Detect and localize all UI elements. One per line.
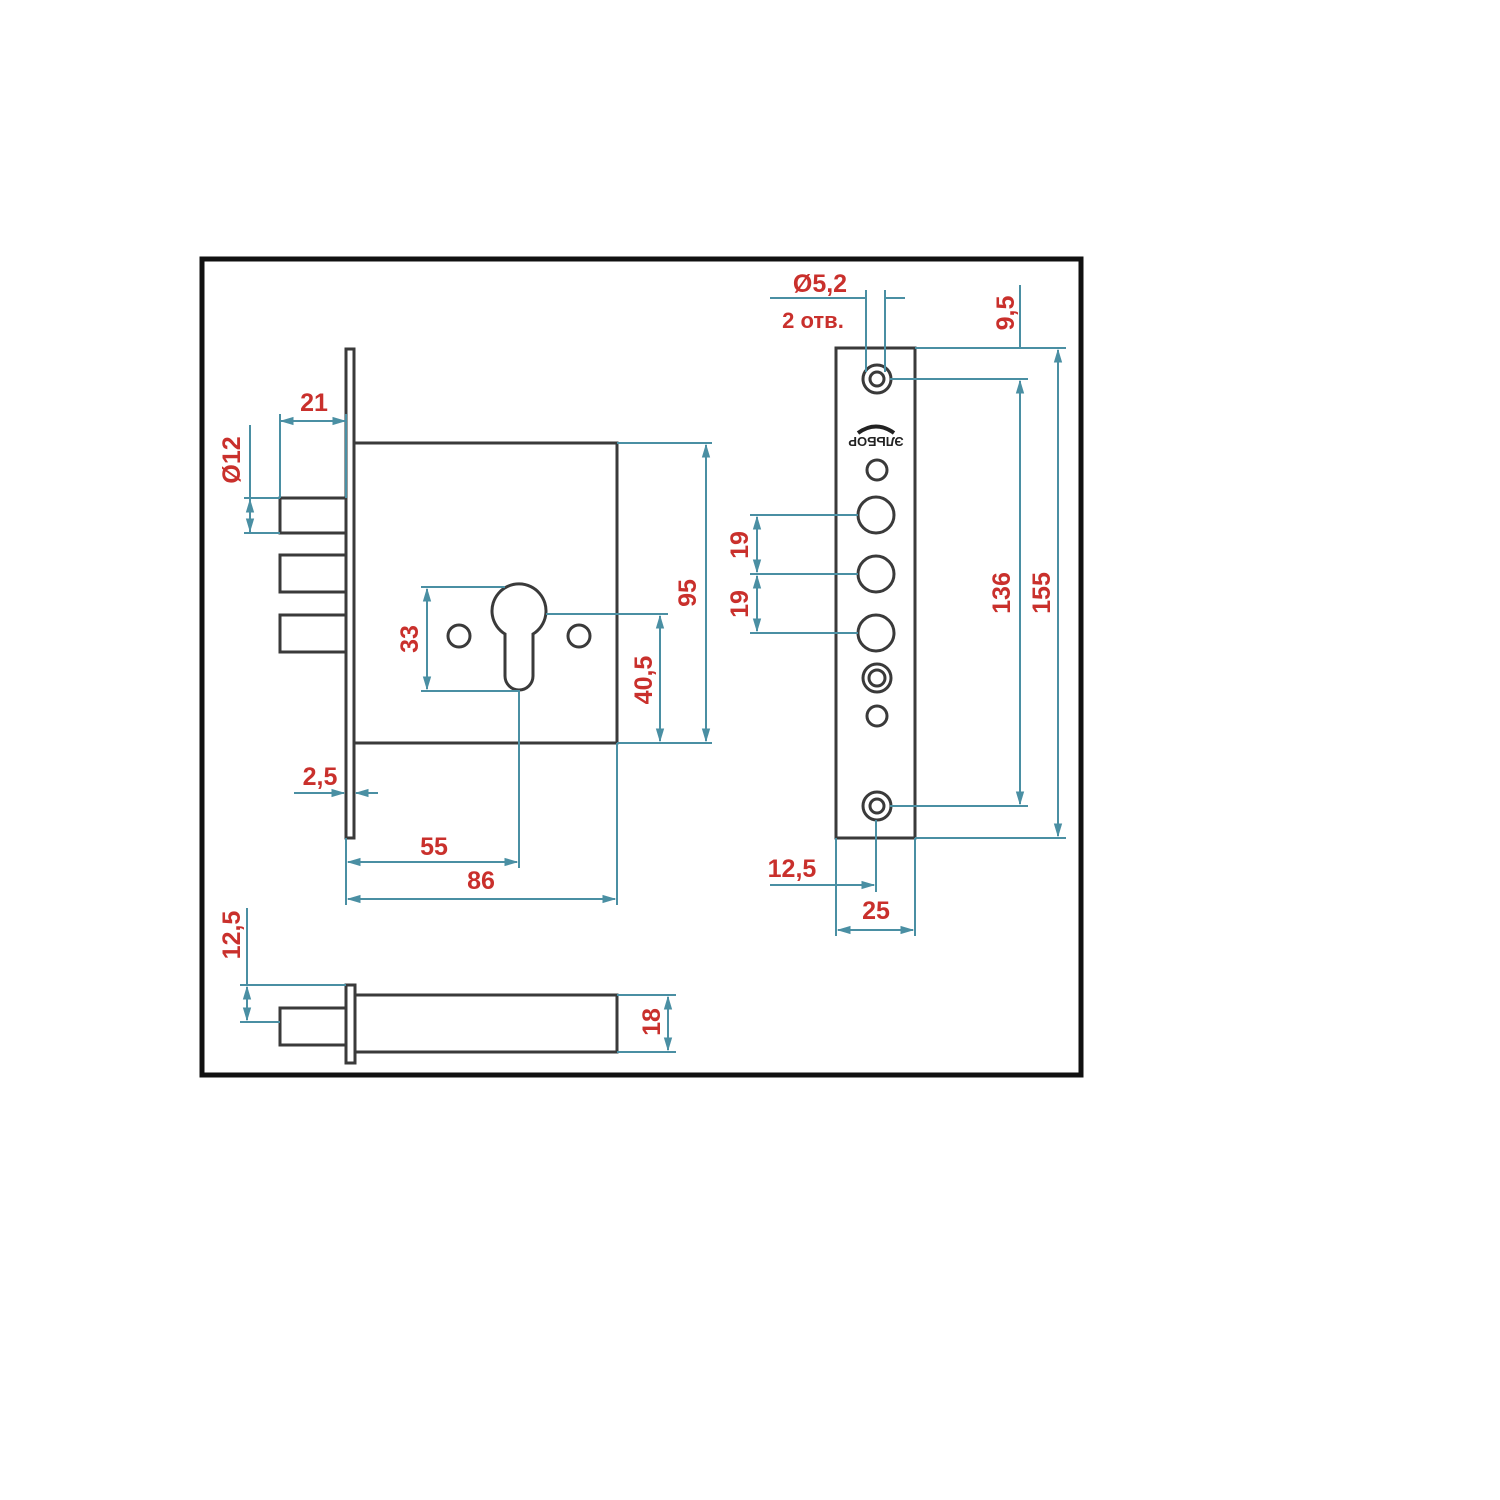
brand-logo: ЭЛЬБОР xyxy=(848,434,904,449)
mount-hole xyxy=(868,370,886,388)
mount-hole xyxy=(868,797,886,815)
dim-hole-offset: 9,5 xyxy=(992,296,1020,331)
dim-hole-spacing: 136 xyxy=(988,572,1016,614)
lock-body xyxy=(352,441,619,745)
bolt-hole xyxy=(856,613,896,653)
dim-bolt-spacing: 19 xyxy=(726,531,754,559)
dim-plate-width: 25 xyxy=(862,897,890,925)
bolt xyxy=(278,553,348,594)
dim-bolt-offset: 12,5 xyxy=(218,911,246,960)
dim-body-depth: 86 xyxy=(467,867,495,895)
dim-cylinder-height: 33 xyxy=(396,625,424,653)
latch-hole xyxy=(861,662,893,694)
dim-bolt-length: 21 xyxy=(300,389,328,417)
dim-bolt-spacing: 19 xyxy=(726,590,754,618)
front-view: 21 Ø12 33 40,5 95 2,5 55 86 xyxy=(218,347,712,905)
dim-bolt-diameter: Ø12 xyxy=(218,436,246,483)
bolt-hole xyxy=(856,554,896,594)
dim-hole-diameter: Ø5,2 xyxy=(793,270,847,298)
screw-hole xyxy=(446,623,472,649)
bolt-hole xyxy=(856,495,896,535)
logo-arc xyxy=(856,424,896,435)
dim-hole-center: 12,5 xyxy=(768,855,817,883)
dim-backset: 55 xyxy=(420,833,448,861)
mount-hole xyxy=(861,363,893,395)
dim-cylinder-axis: 40,5 xyxy=(630,656,658,705)
screw-hole xyxy=(566,623,592,649)
dim-faceplate-thickness: 2,5 xyxy=(303,763,338,791)
dim-plate-length: 155 xyxy=(1028,572,1056,614)
latch-hole xyxy=(865,704,889,728)
bolt xyxy=(278,496,348,535)
faceplate-view: ЭЛЬБОР Ø5,2 2 отв. 9,5 136 155 19 19 12,… xyxy=(726,270,1066,936)
mount-hole xyxy=(861,790,893,822)
bolt-edge xyxy=(278,1006,348,1047)
drawing-frame xyxy=(199,256,1084,1078)
dim-body-height: 95 xyxy=(674,579,702,607)
bottom-view: 12,5 18 xyxy=(218,908,676,1065)
lock-body-edge xyxy=(353,993,619,1054)
dim-body-thickness: 18 xyxy=(638,1008,666,1036)
bolt xyxy=(278,613,348,654)
dim-hole-count: 2 отв. xyxy=(782,308,844,333)
latch-hole xyxy=(867,668,887,688)
cylinder-hole xyxy=(490,582,548,692)
latch-hole xyxy=(865,458,889,482)
